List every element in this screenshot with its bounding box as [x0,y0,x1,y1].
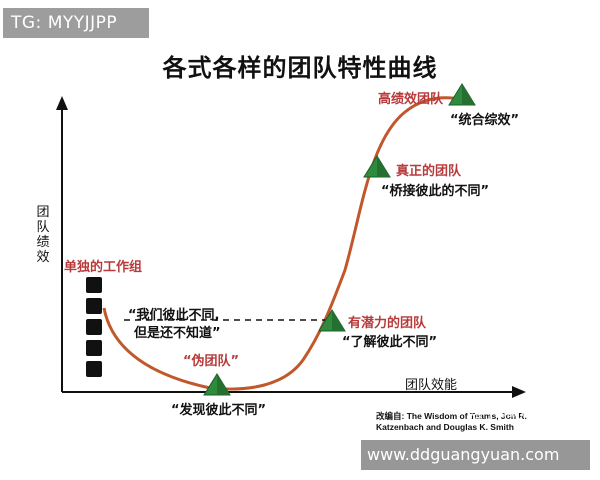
individual-square [86,319,102,335]
y-axis-arrow [56,96,68,110]
high-performance-marker [448,83,476,106]
working-group-label: 单独的工作组 [64,260,143,275]
watermark-zhihu: 知乎 @刘老师 [468,404,563,422]
individual-square [86,361,102,377]
source-credit-line1: 改编自: The Wisdom of Teams, Jon R. [376,411,527,421]
watermark-bottom: www.ddguangyuan.com [361,440,590,470]
watermark-top: TG: MYYJJPP [3,8,149,38]
real-team-label: 真正的团队 [396,164,462,179]
y-axis-label: 团队绩效 [36,205,50,265]
real-team-marker [363,155,391,178]
x-axis-label: 团队效能 [405,378,458,393]
working-group-quote-line2: 但是还不知道” [134,326,221,341]
high-performance-team-quote: “统合综效” [450,113,520,128]
source-credit: 改编自: The Wisdom of Teams, Jon R. Katzenb… [376,411,527,433]
pseudo-team-quote: “发现彼此不同” [171,403,267,418]
pseudo-team-marker [203,373,231,396]
page-title: 各式各样的团队特性曲线 [162,54,438,82]
x-axis-arrow [512,386,526,398]
individual-square [86,340,102,356]
source-credit-line2: Katzenbach and Douglas K. Smith [376,422,514,432]
potential-team-marker [318,309,346,332]
individual-square [86,277,102,293]
pseudo-team-label: “伪团队” [183,354,240,369]
high-performance-team-label: 高绩效团队 [378,92,444,107]
potential-team-quote: “了解彼此不同” [342,335,438,350]
working-group-quote-line1: “我们彼此不同, [128,308,220,323]
real-team-quote: “桥接彼此的不同” [381,184,490,199]
individual-square [86,298,102,314]
potential-team-label: 有潜力的团队 [348,316,427,331]
